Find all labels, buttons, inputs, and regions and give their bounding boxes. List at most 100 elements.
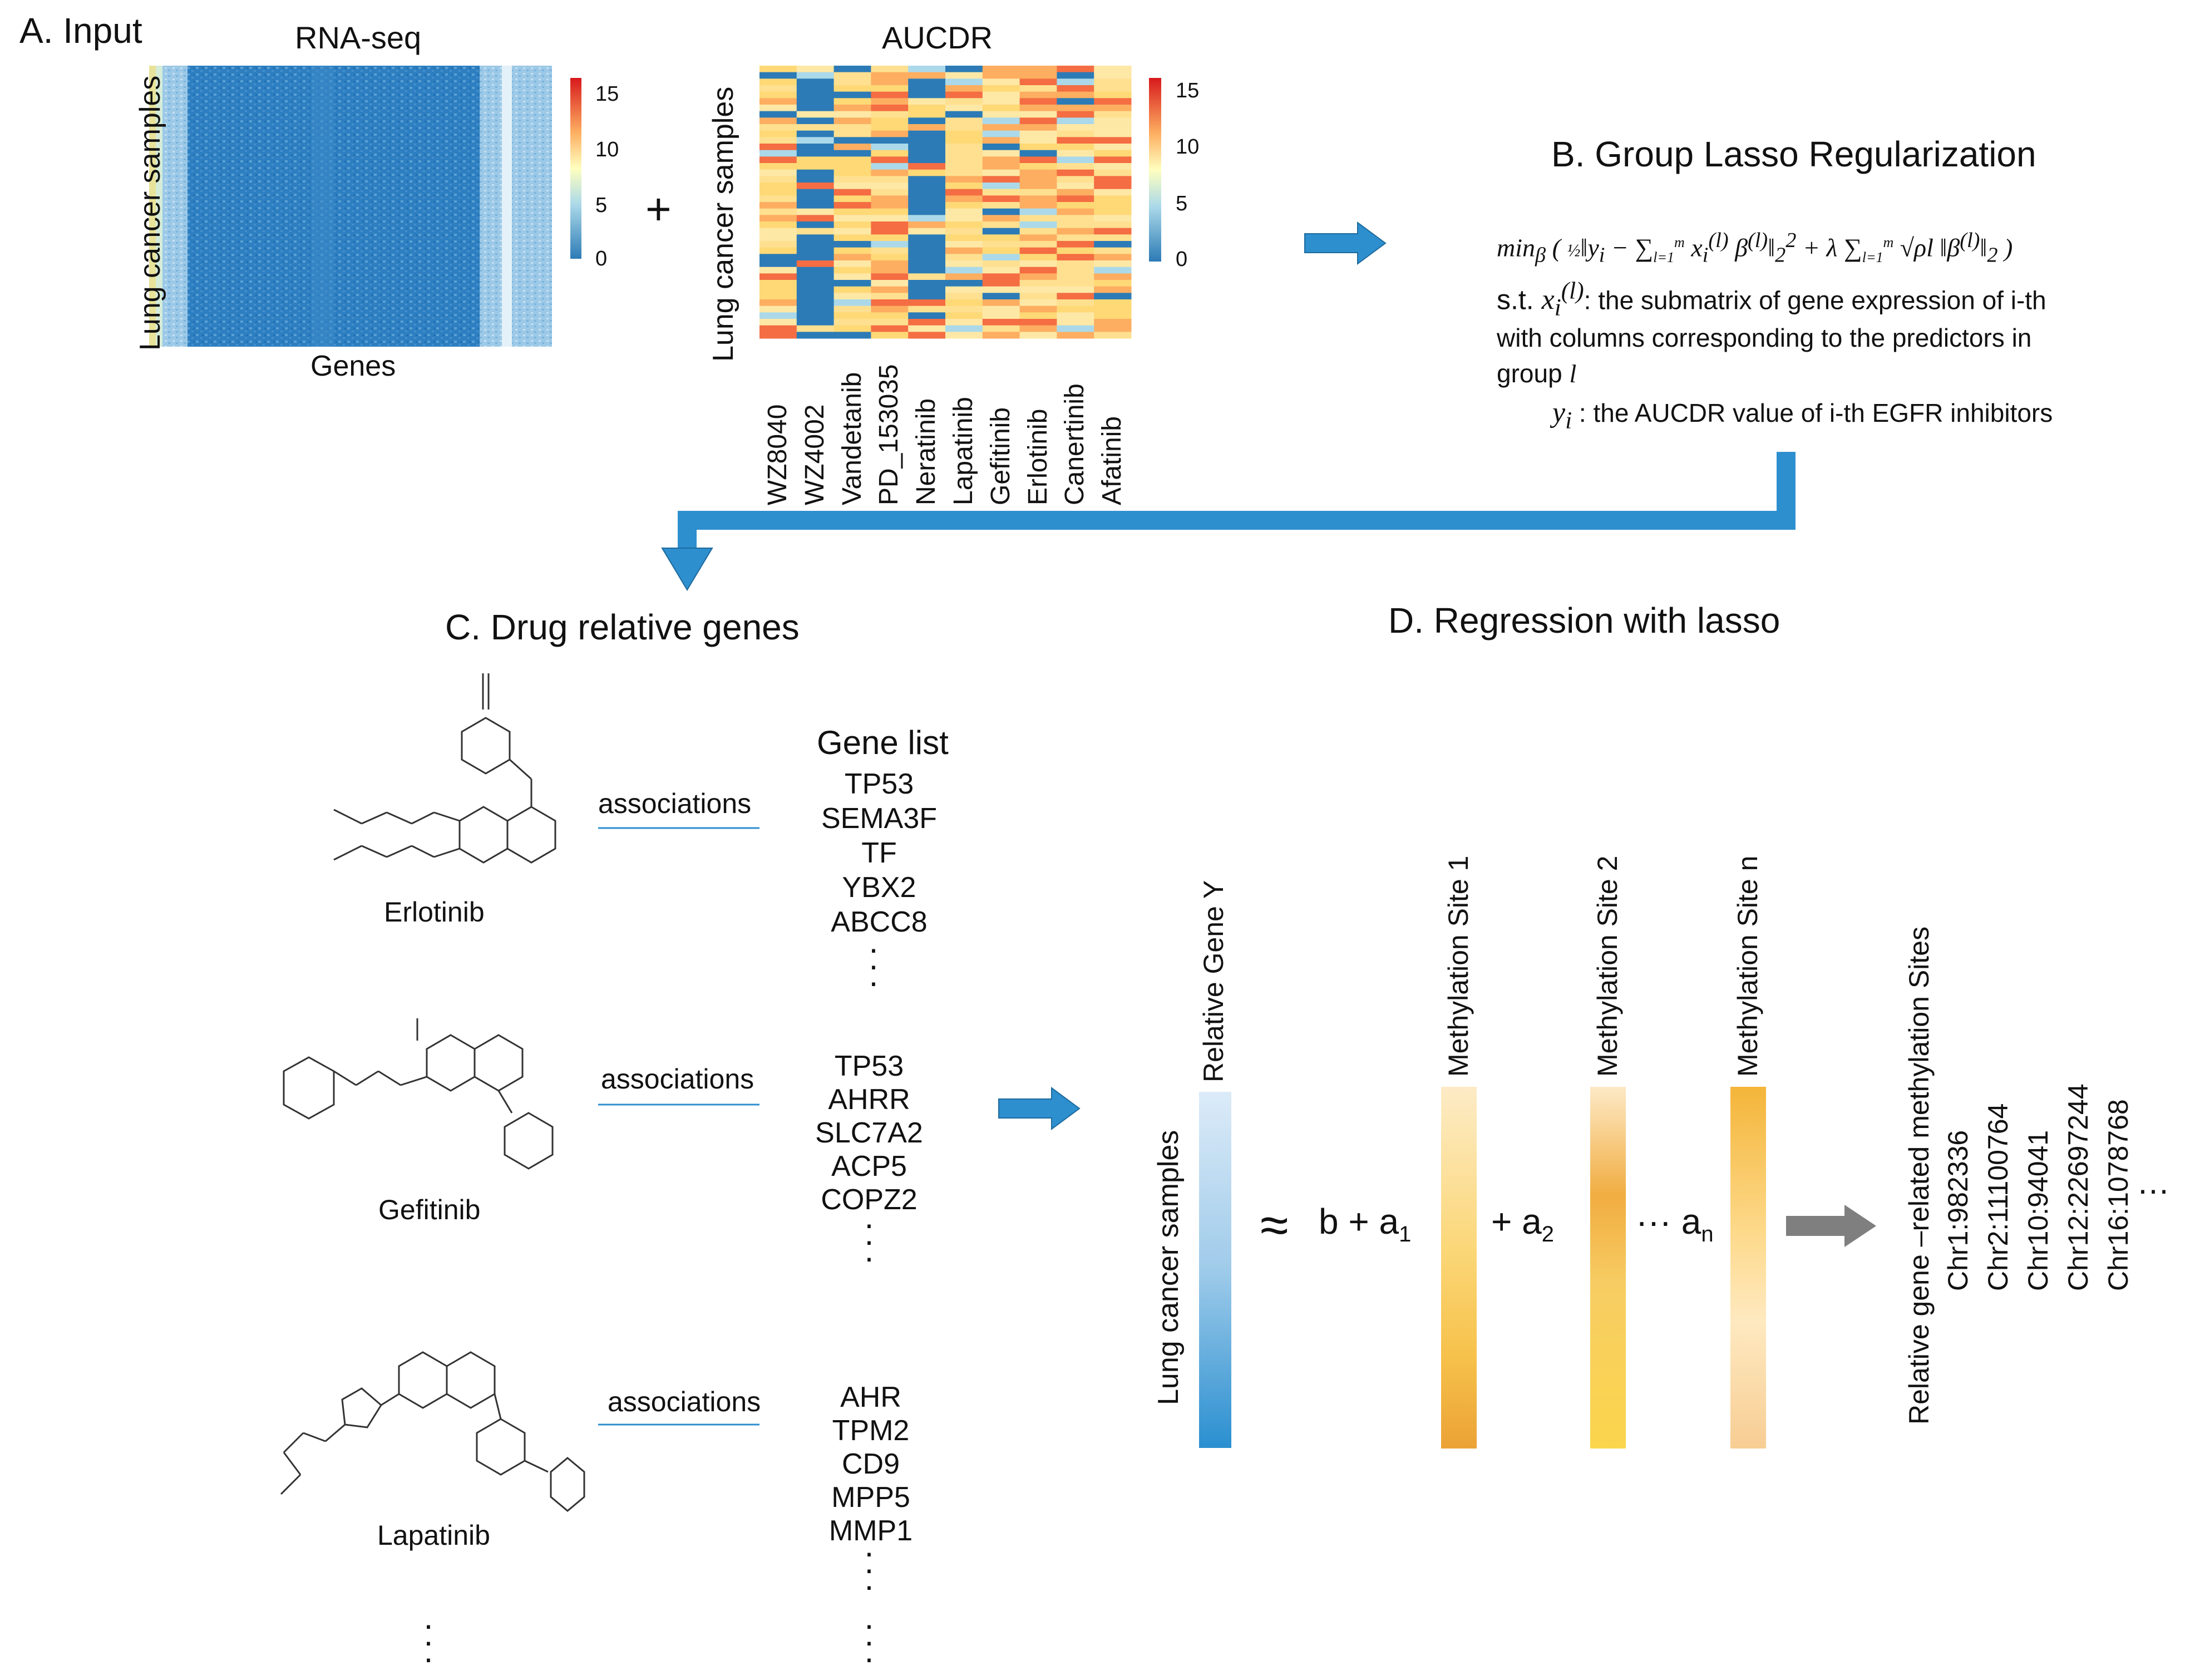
drug-column-label: Neratinib [911, 398, 941, 505]
gene-list-header: Gene list [817, 724, 949, 761]
heatmap-cell [833, 312, 871, 319]
heatmap-cell [871, 273, 909, 280]
drug-column-label: WZ8040 [763, 404, 792, 505]
heatmap-cell [759, 202, 797, 209]
heatmap-cell [1057, 247, 1094, 254]
heatmap-cell [1094, 111, 1132, 118]
heatmap-cell [833, 241, 871, 248]
heatmap-cell [982, 85, 1020, 92]
heatmap-cell [1094, 267, 1132, 274]
heatmap-cell [982, 91, 1020, 98]
heatmap-cell [871, 293, 909, 300]
heatmap-cell [1094, 91, 1132, 98]
gene-item: TP53 [834, 1050, 904, 1082]
heatmap-cell [945, 150, 983, 157]
heatmap-cell [945, 130, 983, 137]
heatmap-cell [945, 117, 983, 125]
heatmap-cell [759, 124, 797, 131]
heatmap-cell [1057, 234, 1094, 242]
methylation-site-2-bar [1590, 1087, 1626, 1449]
heatmap-cell [1019, 325, 1057, 332]
heatmap-cell [908, 254, 946, 261]
heatmap-cell [1094, 202, 1132, 209]
heatmap-cell [833, 325, 871, 332]
heatmap-cell [982, 124, 1020, 131]
heatmap-cell [759, 260, 797, 268]
heatmap-cell [759, 267, 797, 274]
panel-d-title: D. Regression with lasso [1388, 600, 1780, 641]
heatmap-cell [759, 130, 797, 137]
heatmap-cell [908, 312, 946, 319]
heatmap-cell [1057, 208, 1094, 215]
heatmap-cell [759, 306, 797, 313]
heatmap-cell [1019, 215, 1057, 222]
drug-column-label: PD_153035 [874, 364, 904, 505]
heatmap-cell [796, 150, 835, 157]
heatmap-cell [908, 195, 946, 203]
heatmap-cell [759, 91, 797, 98]
heatmap-cell [1019, 137, 1057, 144]
heatmap-cell [871, 325, 909, 332]
heatmap-cell [1094, 98, 1132, 105]
heatmap-cell [796, 202, 835, 209]
heatmap-cell [945, 267, 983, 274]
gene-item: MPP5 [831, 1481, 910, 1514]
heatmap-cell [1019, 183, 1057, 190]
heatmap-cell [1019, 98, 1057, 105]
heatmap-cell [1057, 156, 1094, 164]
heatmap-cell [1057, 189, 1094, 196]
heatmap-cell [759, 183, 797, 190]
drug-name-erlotinib: Erlotinib [384, 896, 485, 928]
heatmap-cell [796, 260, 835, 268]
heatmap-cell [945, 306, 983, 313]
heatmap-cell [796, 241, 835, 248]
heatmap-cell [945, 293, 983, 300]
heatmap-cell [945, 78, 983, 86]
heatmap-cell [908, 221, 946, 229]
heatmap-cell [871, 150, 909, 157]
heatmap-cell [1094, 221, 1132, 229]
heatmap-cell [796, 312, 835, 319]
heatmap-cell [871, 254, 909, 261]
y-definition: yi : the AUCDR value of i-th EGFR inhibi… [1552, 397, 2053, 434]
aucdr-colorbar-tick: 5 [1176, 192, 1188, 215]
heatmap-cell [759, 234, 797, 242]
drug-column-label: Canertinib [1060, 383, 1090, 505]
heatmap-cell [908, 137, 946, 144]
heatmap-cell [1057, 124, 1094, 131]
heatmap-cell [945, 189, 983, 196]
heatmap-cell [1019, 189, 1057, 196]
heatmap-cell [833, 267, 871, 274]
heatmap-cell [796, 280, 835, 287]
heatmap-cell [1019, 195, 1057, 203]
heatmap-cell [1094, 169, 1132, 176]
heatmap-cell [1019, 306, 1057, 313]
heatmap-cell [908, 260, 946, 268]
gene-item: ACP5 [831, 1150, 907, 1183]
heatmap-cell [796, 105, 835, 112]
heatmap-cell [759, 241, 797, 248]
heatmap-cell [871, 306, 909, 313]
rnaseq-colorbar-tick: 5 [595, 194, 608, 217]
heatmap-cell [908, 189, 946, 196]
heatmap-cell [982, 105, 1020, 112]
heatmap-cell [833, 117, 871, 125]
heatmap-cell [1019, 163, 1057, 170]
heatmap-cell [908, 247, 946, 254]
heatmap-cell [1094, 325, 1132, 332]
heatmap-cell [759, 286, 797, 293]
rnaseq-colorbar [570, 78, 581, 259]
heatmap-cell [908, 202, 946, 209]
aucdr-ylabel: Lung cancer samples [707, 86, 739, 362]
heatmap-cell [1057, 85, 1094, 92]
heatmap-cell [833, 72, 871, 79]
heatmap-cell [945, 241, 983, 248]
gene-item: TPM2 [832, 1415, 910, 1447]
arrow-down-icon [661, 548, 713, 591]
heatmap-cell [1019, 72, 1057, 79]
heatmap-cell [1057, 111, 1094, 118]
heatmap-cell [982, 273, 1020, 280]
heatmap-cell [908, 208, 946, 215]
heatmap-cell [1094, 312, 1132, 319]
